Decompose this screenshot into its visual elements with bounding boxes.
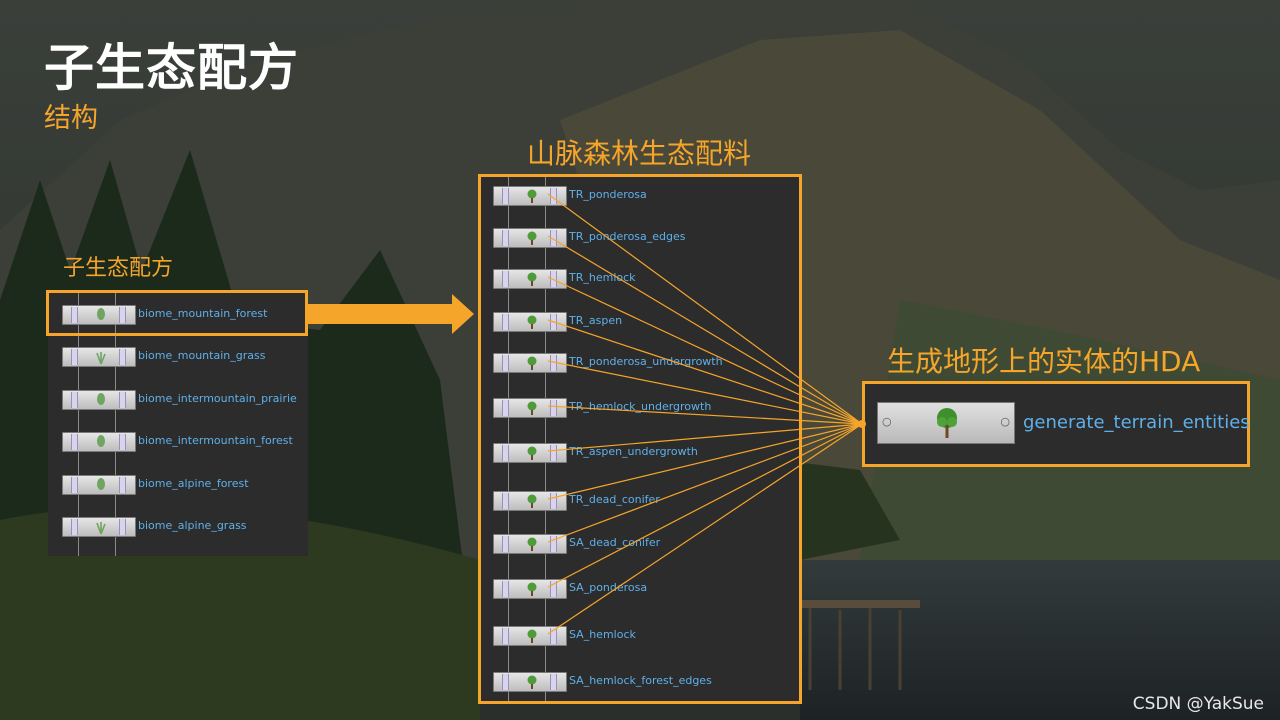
arrow-right-icon: [308, 294, 474, 334]
middle-node-panel: TR_ponderosa TR_ponderosa_edges TR_hemlo…: [478, 174, 802, 704]
node-body[interactable]: [493, 398, 567, 418]
node-input-icon: ○: [882, 415, 892, 428]
node-body[interactable]: [493, 491, 567, 511]
ingredient-node-label: SA_ponderosa: [569, 581, 648, 594]
ingredient-node-label: SA_hemlock: [569, 628, 636, 641]
middle-section-label: 山脉森林生态配料: [527, 137, 752, 170]
node-body[interactable]: [493, 579, 567, 599]
node-body[interactable]: [62, 517, 136, 537]
tree-icon: [527, 272, 537, 286]
tree-sprout-icon: [97, 393, 105, 405]
ingredient-node-label: TR_hemlock_undergrowth: [569, 400, 712, 413]
page-title: 子生态配方: [44, 39, 299, 97]
node-body[interactable]: [62, 432, 136, 452]
node-body[interactable]: [493, 353, 567, 373]
node-output-icon: ○: [1000, 415, 1010, 428]
tree-icon: [937, 408, 957, 438]
tree-icon: [527, 401, 537, 415]
grass-icon: [96, 522, 106, 534]
tree-sprout-icon: [97, 435, 105, 447]
watermark: CSDN @YakSue: [1132, 694, 1264, 714]
tree-icon: [527, 315, 537, 329]
node-body[interactable]: [493, 626, 567, 646]
biome-node-label: biome_intermountain_forest: [138, 434, 293, 447]
ingredient-node-label: TR_dead_conifer: [569, 493, 660, 506]
node-wire: [508, 177, 509, 701]
biome-node-label: biome_mountain_forest: [138, 307, 268, 320]
ingredient-node-label: SA_hemlock_forest_edges: [569, 674, 712, 687]
selected-node-highlight: [46, 290, 308, 336]
left-section-label: 子生态配方: [63, 256, 174, 281]
tree-icon: [527, 189, 537, 203]
right-node-panel: ○ ○ generate_terrain_entities: [862, 381, 1250, 467]
node-body[interactable]: [62, 305, 136, 325]
ingredient-node-label: TR_aspen: [569, 314, 623, 327]
tree-icon: [527, 629, 537, 643]
tree-sprout-icon: [97, 478, 105, 490]
node-body[interactable]: [493, 269, 567, 289]
node-wire: [78, 290, 79, 556]
tree-icon: [527, 494, 537, 508]
node-wire: [545, 177, 546, 701]
node-body[interactable]: [493, 312, 567, 332]
node-body[interactable]: [493, 443, 567, 463]
node-body[interactable]: [493, 672, 567, 692]
tree-icon: [527, 446, 537, 460]
node-body[interactable]: [493, 534, 567, 554]
tree-icon: [527, 675, 537, 689]
node-body[interactable]: [62, 390, 136, 410]
ingredient-node-label: TR_ponderosa_undergrowth: [569, 355, 723, 368]
biome-node-label: biome_alpine_grass: [138, 519, 247, 532]
node-body[interactable]: [493, 228, 567, 248]
ingredient-node-label: TR_aspen_undergrowth: [569, 445, 698, 458]
biome-node-label: biome_mountain_grass: [138, 349, 266, 362]
node-body[interactable]: [62, 475, 136, 495]
ingredient-node-label: SA_dead_conifer: [569, 536, 661, 549]
ingredient-node-label: TR_hemlock: [569, 271, 636, 284]
hda-node-body[interactable]: ○ ○: [877, 402, 1015, 444]
ingredient-node-label: TR_ponderosa: [569, 188, 647, 201]
tree-icon: [527, 582, 537, 596]
right-section-label: 生成地形上的实体的HDA: [887, 345, 1201, 378]
biome-node-label: biome_alpine_forest: [138, 477, 249, 490]
tree-icon: [527, 356, 537, 370]
ingredient-node-label: TR_ponderosa_edges: [569, 230, 686, 243]
node-body[interactable]: [62, 347, 136, 367]
biome-node-label: biome_intermountain_prairie: [138, 392, 297, 405]
page-subtitle: 结构: [44, 103, 98, 134]
tree-sprout-icon: [97, 308, 105, 320]
hda-node-label: generate_terrain_entities: [1023, 412, 1250, 433]
node-body[interactable]: [493, 186, 567, 206]
tree-icon: [527, 537, 537, 551]
node-wire: [115, 290, 116, 556]
tree-icon: [527, 231, 537, 245]
grass-icon: [96, 352, 106, 364]
